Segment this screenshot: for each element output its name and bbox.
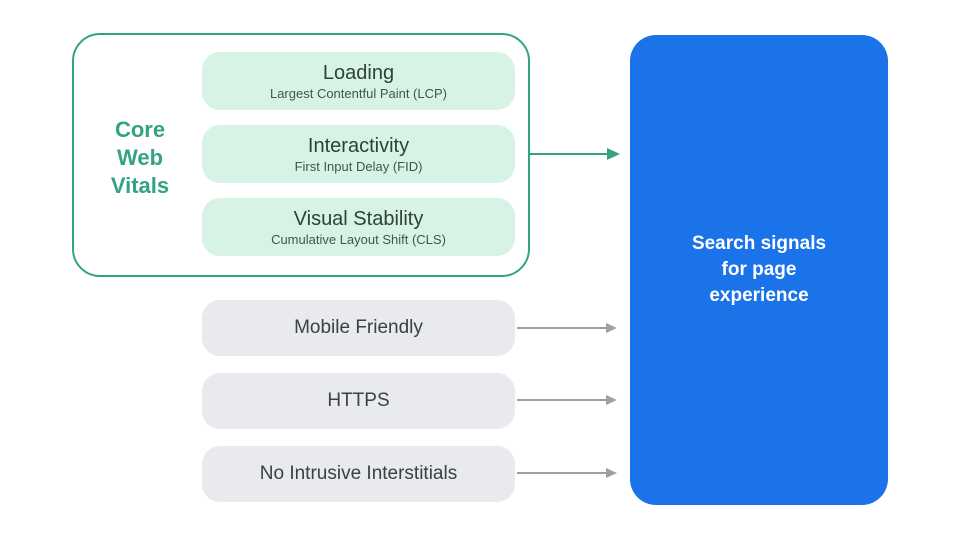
search-signals-panel: Search signals for page experience xyxy=(630,35,888,505)
signal-box-no-intrusive-interstitials: No Intrusive Interstitials xyxy=(202,446,515,502)
core-web-vitals-group xyxy=(72,33,530,277)
vital-title: Loading xyxy=(322,61,395,84)
search-signals-text-line: for page xyxy=(721,259,797,280)
arrow-no-intrusive-interstitials-to-panel xyxy=(517,466,617,480)
arrow-line xyxy=(530,152,607,156)
arrowhead-icon xyxy=(607,148,620,160)
arrow-line xyxy=(517,472,606,474)
search-signals-text: Search signals for page experience xyxy=(692,231,826,309)
arrow-line xyxy=(517,399,606,401)
arrow-https-to-panel xyxy=(517,393,617,407)
vital-subtitle: Largest Contentful Paint (LCP) xyxy=(269,85,448,101)
signal-box-https: HTTPS xyxy=(202,373,515,429)
signal-label: No Intrusive Interstitials xyxy=(259,463,458,484)
signal-box-mobile-friendly: Mobile Friendly xyxy=(202,300,515,356)
vital-subtitle: Cumulative Layout Shift (CLS) xyxy=(271,231,446,247)
vital-box-visual-stability: Visual Stability Cumulative Layout Shift… xyxy=(202,198,515,256)
arrowhead-icon xyxy=(606,395,617,405)
core-web-vitals-label-line: Core xyxy=(114,117,166,142)
arrow-line xyxy=(517,327,606,329)
vital-title: Interactivity xyxy=(307,134,410,157)
core-web-vitals-label: Core Web Vitals xyxy=(88,116,192,200)
arrow-core-web-vitals-to-panel xyxy=(530,147,620,161)
search-signals-text-line: Search signals xyxy=(691,233,827,254)
signal-label: Mobile Friendly xyxy=(294,317,423,338)
vital-title: Visual Stability xyxy=(293,207,424,230)
arrowhead-icon xyxy=(606,468,617,478)
vital-subtitle: First Input Delay (FID) xyxy=(294,158,423,174)
arrow-mobile-friendly-to-panel xyxy=(517,321,617,335)
signal-label: HTTPS xyxy=(327,390,390,411)
core-web-vitals-label-line: Vitals xyxy=(110,173,170,198)
vital-box-interactivity: Interactivity First Input Delay (FID) xyxy=(202,125,515,183)
vital-box-loading: Loading Largest Contentful Paint (LCP) xyxy=(202,52,515,110)
search-signals-text-line: experience xyxy=(709,285,809,306)
arrowhead-icon xyxy=(606,323,617,333)
core-web-vitals-label-line: Web xyxy=(116,145,164,170)
